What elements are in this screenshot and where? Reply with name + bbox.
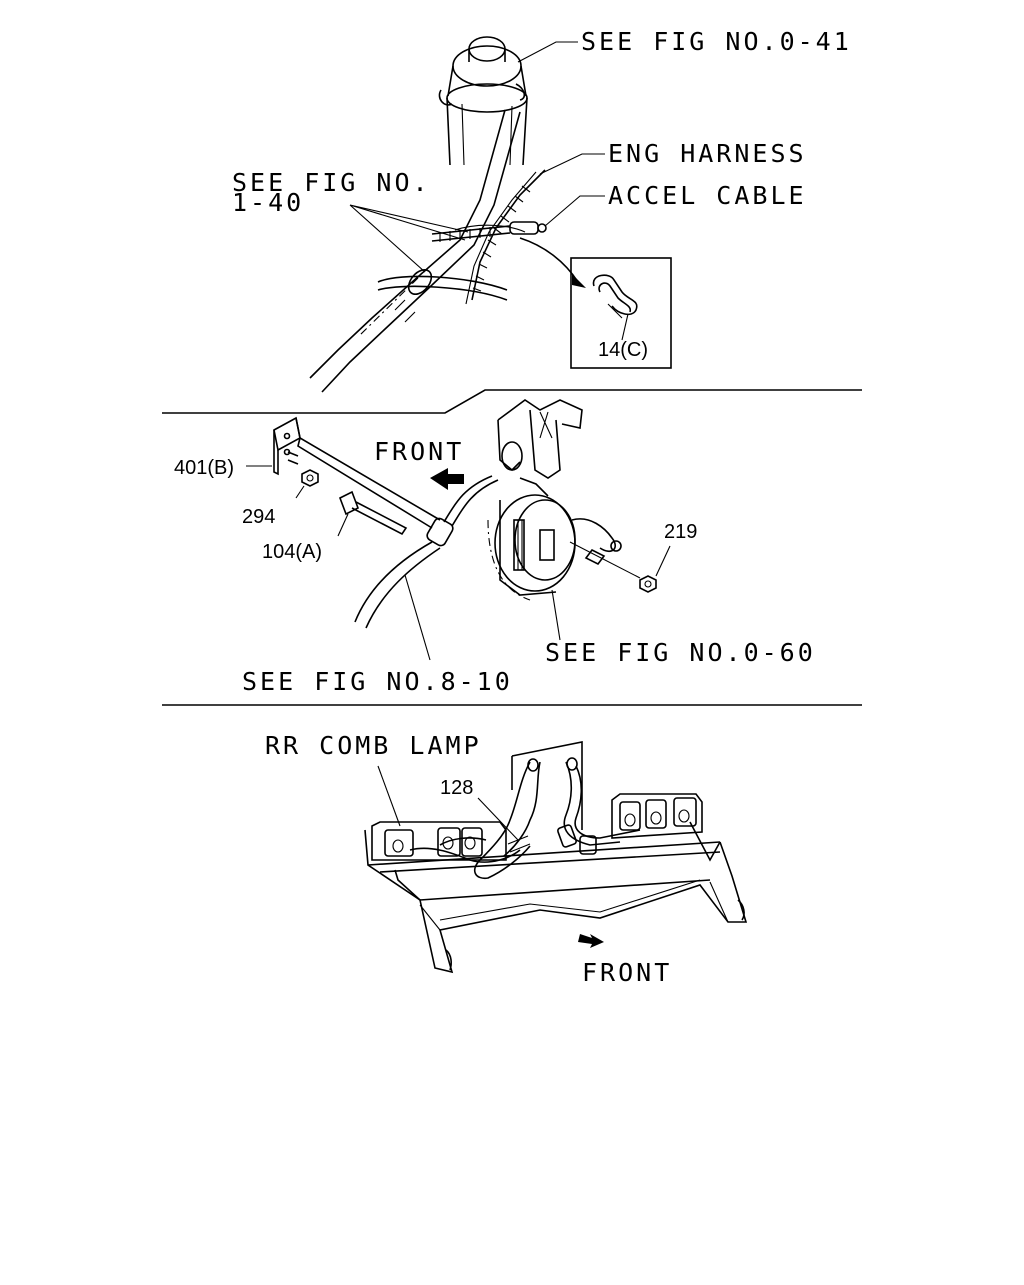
see-fig-140-label-line2: 1-40 — [232, 188, 304, 217]
middle-section: FRONT 401(B) 294 104(A) 219 SEE FIG NO.0… — [174, 399, 816, 696]
detail-pointer-arrow — [572, 274, 586, 288]
front-label-middle: FRONT — [374, 437, 464, 466]
frame-drawing — [364, 821, 748, 974]
eng-harness-label: ENG HARNESS — [608, 139, 807, 168]
column-drawing — [438, 36, 528, 166]
cable-8-10-drawing — [354, 475, 499, 661]
clip-14c-label: 14(C) — [598, 339, 648, 361]
accel-cable-label: ACCEL CABLE — [608, 181, 807, 210]
clip-128-label: 128 — [440, 777, 473, 799]
right-lamp-drawing — [611, 793, 703, 839]
leader-see-fig-140 — [349, 204, 469, 273]
leader-128 — [477, 797, 519, 841]
accel-cable-line — [431, 221, 547, 242]
nut-219-label: 219 — [664, 521, 697, 543]
bottom-section: RR COMB LAMP 128 FRONT — [265, 731, 748, 987]
harness-drawing — [309, 109, 526, 393]
see-fig-060-label: SEE FIG NO.0-60 — [545, 638, 816, 667]
bracket-401b-label: 401(B) — [174, 457, 234, 479]
clip-14c-drawing — [592, 274, 638, 341]
see-fig-810-label: SEE FIG NO.8-10 — [242, 667, 513, 696]
front-arrow-middle — [430, 468, 464, 490]
see-fig-041-label: SEE FIG NO.0-41 — [581, 27, 852, 56]
leader-rr-comb-lamp — [377, 765, 401, 827]
section-divider-1 — [162, 389, 862, 414]
clip-104a-drawing — [337, 490, 408, 537]
front-label-bottom: FRONT — [582, 958, 672, 987]
front-arrow-bottom — [578, 934, 604, 948]
rr-comb-lamp-label: RR COMB LAMP — [265, 731, 482, 760]
detail-pointer — [519, 237, 579, 283]
bracket-401b-drawing — [273, 416, 441, 529]
clip-104a-label: 104(A) — [262, 541, 322, 563]
see-fig-140-label-line1: SEE FIG NO. — [232, 168, 431, 197]
detail-box — [570, 257, 672, 369]
top-section: 14(C) SEE FIG NO.0-41 ENG HARNESS ACCEL … — [232, 27, 852, 393]
lamp-harness-drawing — [409, 741, 641, 880]
nut-294-label: 294 — [242, 506, 275, 528]
nut-294-drawing — [295, 469, 319, 499]
leader-see-fig-041 — [517, 41, 578, 63]
leader-accel-cable — [544, 195, 605, 227]
leader-eng-harness — [539, 153, 605, 175]
nut-219-drawing — [639, 545, 671, 593]
compressor-drawing — [487, 399, 641, 641]
